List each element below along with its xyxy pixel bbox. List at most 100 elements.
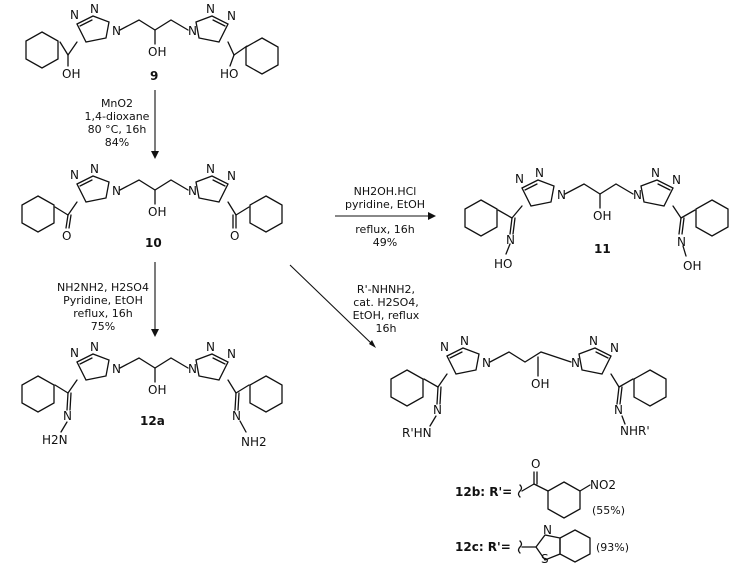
atom-label: N [543, 523, 552, 537]
condition-text: 80 °C, 16h [88, 123, 147, 136]
atom-label: N [633, 188, 642, 202]
atom-label: N [206, 2, 215, 16]
atom-label: N [515, 172, 524, 186]
substituent-12b: 12b: R'= O NO2 (55%) [455, 457, 625, 519]
atom-label: OH [531, 377, 549, 391]
triazole-ring [578, 347, 612, 375]
condition-text: 84% [105, 136, 129, 149]
atom-label: OH [62, 67, 80, 81]
condition-text: reflux, 16h [355, 223, 414, 236]
atom-label: O [531, 457, 540, 471]
atom-label: N [571, 356, 580, 370]
atom-label: N [206, 340, 215, 354]
benzene-ring [21, 375, 55, 413]
reaction-arrow [289, 264, 374, 346]
atom-label: N [112, 24, 121, 38]
atom-label: N [227, 9, 236, 23]
benzene-ring [633, 369, 667, 407]
atom-label: N [589, 334, 598, 348]
atom-label: N [651, 166, 660, 180]
wavy-bond [517, 540, 523, 554]
compound-label: 12c: R'= [455, 540, 511, 554]
compound-label: 11 [594, 242, 611, 256]
atom-label: OH [148, 205, 166, 219]
compound-11-structure: N N N N N N OH N HO N OH 11 [464, 166, 729, 273]
condition-text: Pyridine, EtOH [63, 294, 143, 307]
benzene-ring [464, 199, 498, 237]
arrowhead [428, 212, 436, 220]
compound-12-general-structure: N N N N N N OH N R'HN N NHR' [390, 334, 667, 440]
arrowhead [151, 329, 159, 337]
atom-label: OH [593, 209, 611, 223]
benzene-ring [559, 529, 591, 563]
atom-label: N [70, 346, 79, 360]
substituent-12c: 12c: R'= N S (93%) [455, 523, 629, 565]
condition-text: 16h [376, 322, 397, 335]
atom-label: N [482, 356, 491, 370]
benzene-ring [245, 37, 279, 75]
condition-text: R'-NHNH2, [357, 283, 415, 296]
conditions-step1: MnO2 1,4-dioxane 80 °C, 16h 84% [85, 97, 150, 149]
atom-label: N [206, 162, 215, 176]
atom-label: N [90, 340, 99, 354]
triazole-ring [195, 15, 229, 43]
atom-label: HO [220, 67, 238, 81]
atom-label: N [506, 233, 515, 247]
condition-text: MnO2 [101, 97, 133, 110]
triazole-ring [195, 353, 229, 381]
triazole-ring [521, 179, 555, 207]
compound-label: 9 [150, 69, 158, 83]
atom-label: N [460, 334, 469, 348]
condition-text: EtOH, reflux [353, 309, 420, 322]
benzene-ring [695, 199, 729, 237]
atom-label: N [610, 341, 619, 355]
atom-label: HO [494, 257, 512, 271]
atom-label: N [90, 162, 99, 176]
conditions-step2: NH2OH.HCl pyridine, EtOH reflux, 16h 49% [345, 185, 425, 249]
arrowhead [369, 340, 376, 348]
benzene-ring [249, 195, 283, 233]
atom-label: N [112, 184, 121, 198]
atom-label: N [227, 347, 236, 361]
benzene-ring [249, 375, 283, 413]
condition-text: NH2OH.HCl [354, 185, 417, 198]
atom-label: N [614, 403, 623, 417]
atom-label: NH2 [241, 435, 267, 449]
atom-label: N [440, 340, 449, 354]
benzene-ring [21, 195, 55, 233]
atom-label: N [433, 403, 442, 417]
atom-label: NHR' [620, 424, 650, 438]
condition-text: pyridine, EtOH [345, 198, 425, 211]
atom-label: NO2 [590, 478, 616, 492]
atom-label: N [90, 2, 99, 16]
conditions-step4: R'-NHNH2, cat. H2SO4, EtOH, reflux 16h [353, 283, 420, 335]
atom-label: N [188, 184, 197, 198]
atom-label: O [62, 229, 71, 243]
atom-label: N [70, 168, 79, 182]
atom-label: N [188, 362, 197, 376]
atom-label: N [677, 235, 686, 249]
atom-label: R'HN [402, 426, 432, 440]
atom-label: N [535, 166, 544, 180]
atom-label: N [227, 169, 236, 183]
condition-text: reflux, 16h [73, 307, 132, 320]
compound-12a-structure: N N N N N N OH N H2N N NH2 12a [21, 340, 283, 449]
benzene-ring [25, 31, 59, 69]
compound-label: 10 [145, 236, 162, 250]
compound-label: 12a [140, 414, 165, 428]
benzene-ring [547, 481, 581, 519]
triazole-ring [76, 353, 110, 381]
atom-label: OH [683, 259, 701, 273]
triazole-ring [446, 347, 480, 375]
compound-10-structure: N N N N N N OH O O 10 [21, 162, 283, 250]
atom-label: N [112, 362, 121, 376]
atom-label: N [557, 188, 566, 202]
atom-label: S [541, 552, 549, 565]
conditions-step3: NH2NH2, H2SO4 Pyridine, EtOH reflux, 16h… [57, 281, 149, 333]
condition-text: NH2NH2, H2SO4 [57, 281, 149, 294]
atom-label: N [70, 8, 79, 22]
atom-label: N [63, 409, 72, 423]
atom-label: O [230, 229, 239, 243]
benzene-ring [390, 369, 424, 407]
